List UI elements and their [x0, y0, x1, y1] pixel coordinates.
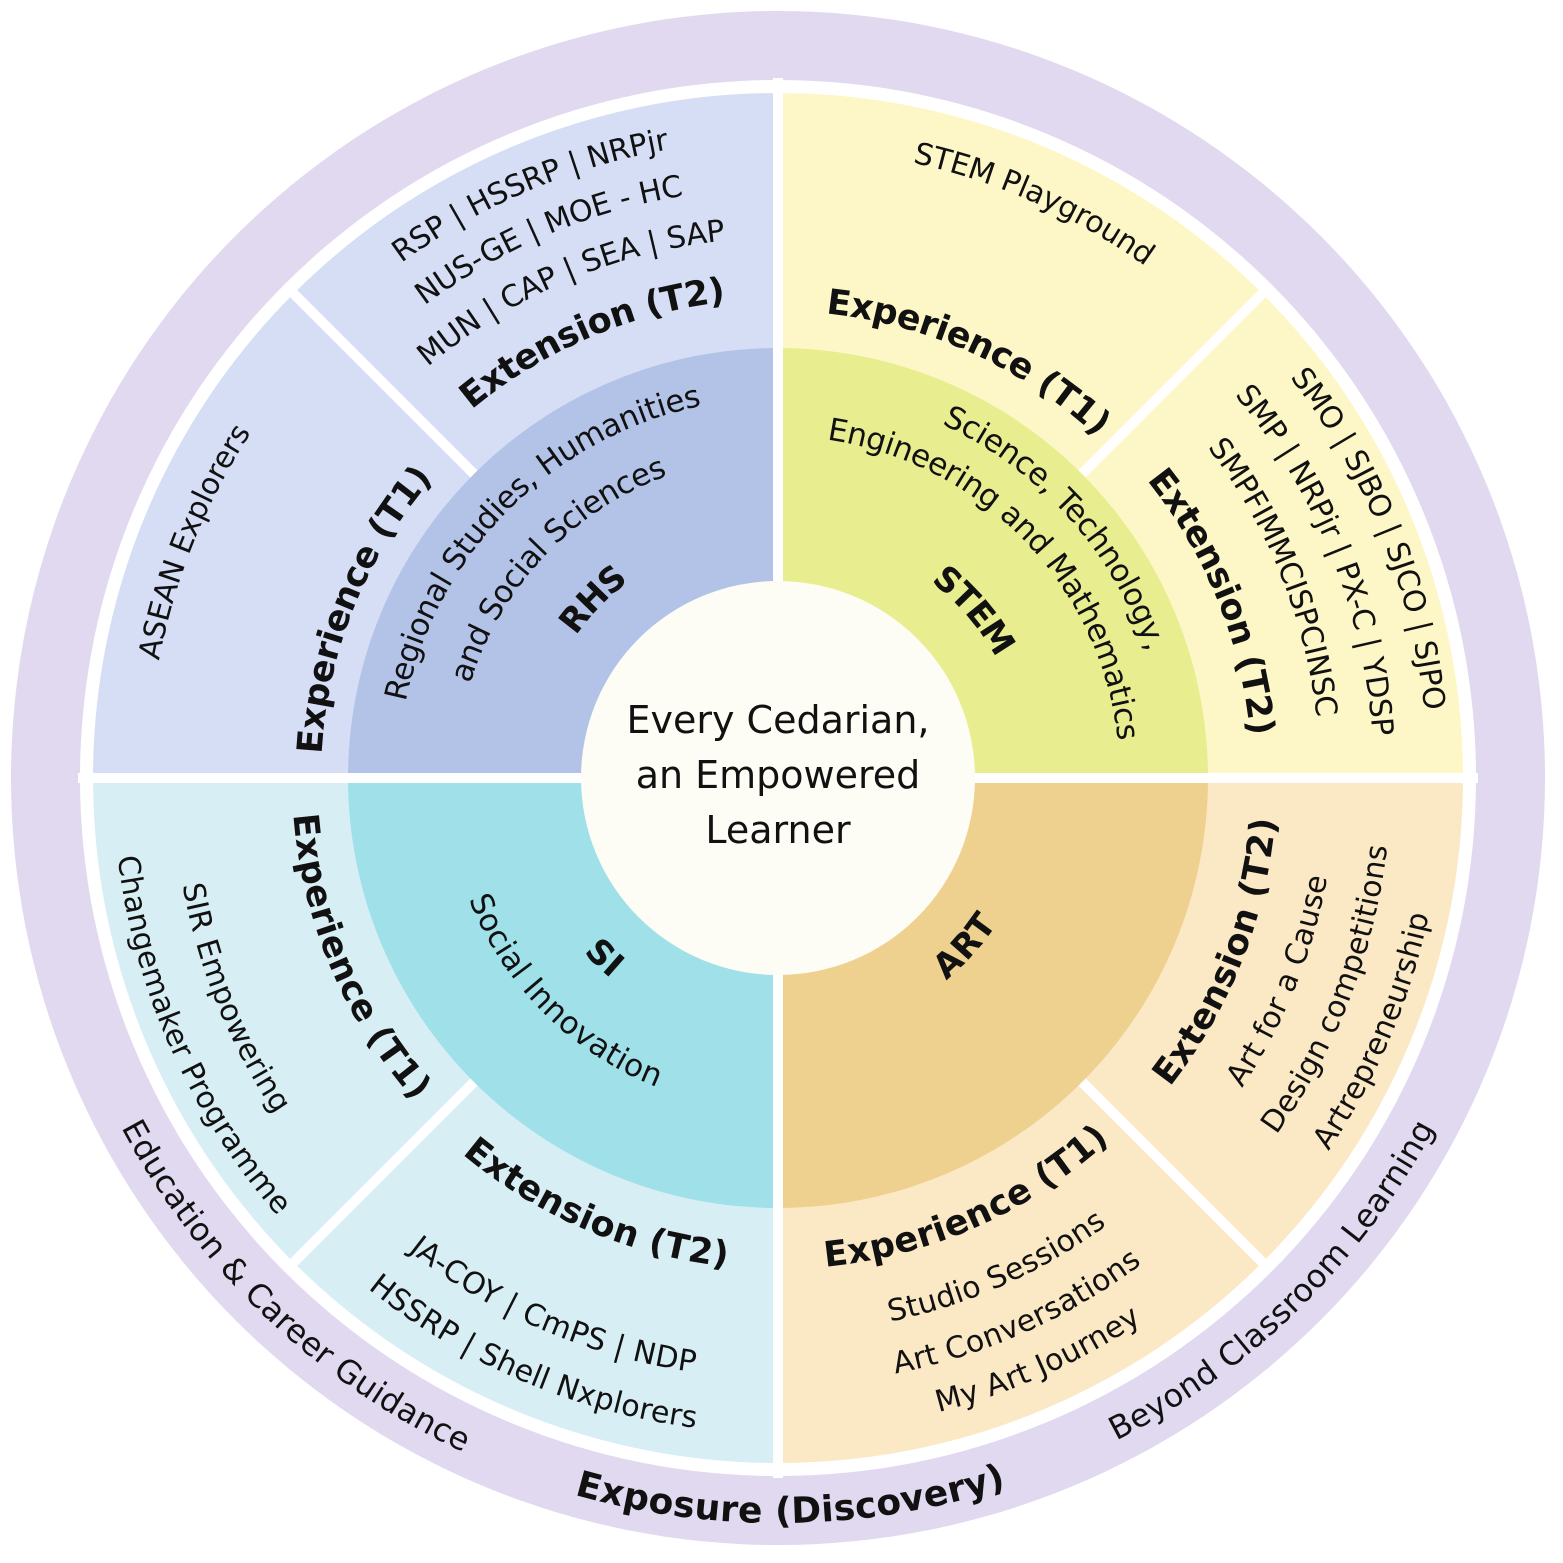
center-title: Every Cedarian, an Empowered Learner [626, 698, 929, 852]
center-line: Every Cedarian, [626, 698, 929, 742]
center-line: an Empowered [636, 753, 921, 797]
sectors [78, 78, 1478, 1478]
center-circle [581, 581, 975, 975]
center-line: Learner [705, 808, 851, 852]
